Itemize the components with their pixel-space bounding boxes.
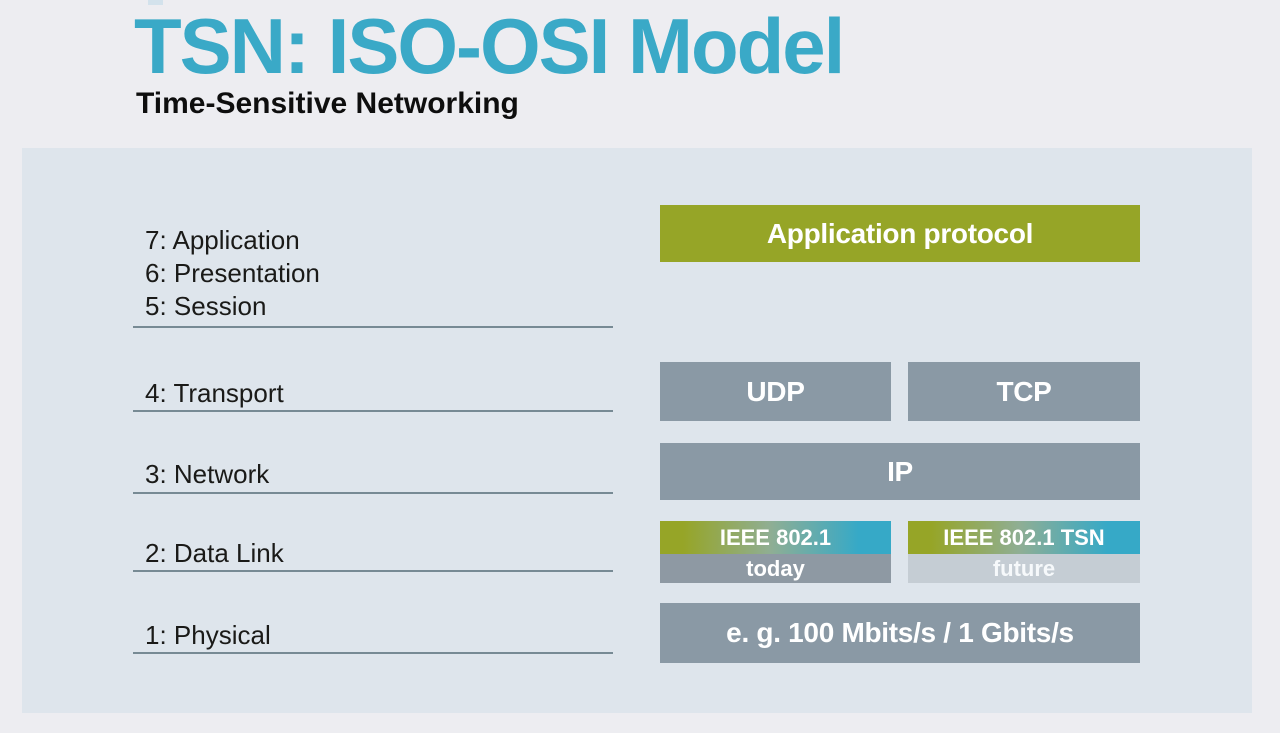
layer-divider xyxy=(133,492,613,494)
protocol-box-ieee-future: IEEE 802.1 TSN future xyxy=(908,521,1140,583)
protocol-box-physical: e. g. 100 Mbits/s / 1 Gbits/s xyxy=(660,603,1140,663)
layer-divider xyxy=(133,410,613,412)
protocol-box-tcp: TCP xyxy=(908,362,1140,421)
protocol-box-udp: UDP xyxy=(660,362,891,421)
osi-layer-physical: 1: Physical xyxy=(145,620,271,650)
top-edge-artifact xyxy=(148,0,163,5)
layer-divider xyxy=(133,326,613,328)
ieee-today-header: IEEE 802.1 xyxy=(660,521,891,554)
ieee-today-caption: today xyxy=(660,554,891,583)
osi-layer-network: 3: Network xyxy=(145,459,270,489)
layer-divider xyxy=(133,570,613,572)
layer-divider xyxy=(133,652,613,654)
osi-layer-data-link: 2: Data Link xyxy=(145,538,284,568)
osi-layer-session: 5: Session xyxy=(145,291,267,321)
slide-title: TSN: ISO-OSI Model xyxy=(134,2,845,90)
protocol-box-ip: IP xyxy=(660,443,1140,500)
protocol-box-application: Application protocol xyxy=(660,205,1140,262)
ieee-future-header: IEEE 802.1 TSN xyxy=(908,521,1140,554)
osi-layer-transport: 4: Transport xyxy=(145,378,284,408)
osi-layers-upper-group: 7: Application 6: Presentation 5: Sessio… xyxy=(145,224,320,323)
osi-layer-application: 7: Application xyxy=(145,225,300,255)
protocol-box-ieee-today: IEEE 802.1 today xyxy=(660,521,891,583)
ieee-future-caption: future xyxy=(908,554,1140,583)
slide-subtitle: Time-Sensitive Networking xyxy=(136,87,519,120)
osi-layer-presentation: 6: Presentation xyxy=(145,258,320,288)
